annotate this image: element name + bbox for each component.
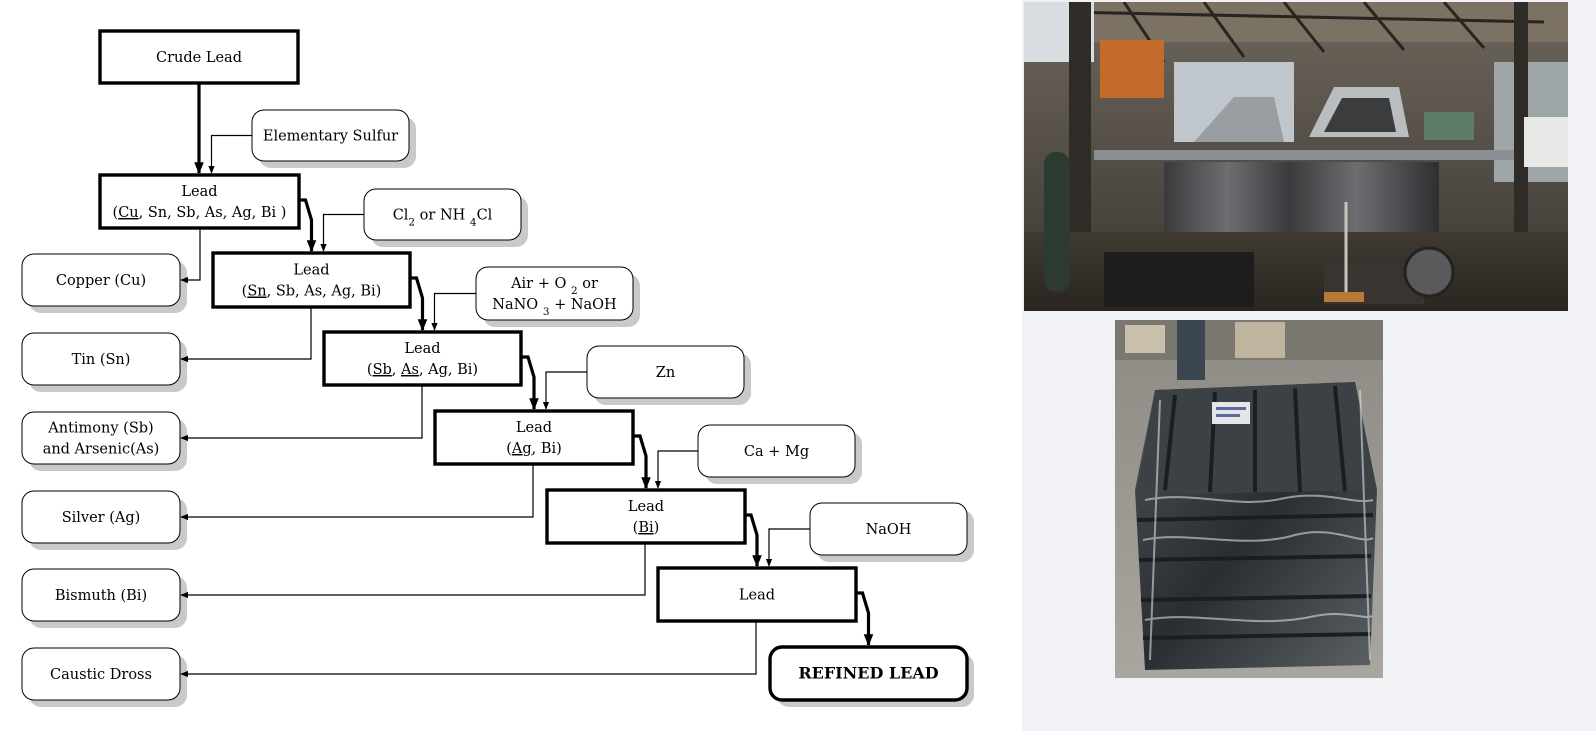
box-frame	[768, 645, 969, 702]
label-line: REFINED LEAD	[798, 664, 938, 683]
reagent-arrow	[431, 292, 476, 331]
label-line: Zn	[656, 365, 675, 381]
reagent-arrow	[765, 528, 810, 567]
lead-stage-lead-ag-bi: Lead (Ag, Bi)	[433, 409, 635, 466]
lead-stage-lead: Lead	[656, 566, 858, 623]
label-line: and Arsenic(As)	[43, 442, 160, 458]
box-frame	[656, 566, 858, 623]
byproduct-arrow	[180, 307, 312, 363]
label-line: Copper (Cu)	[56, 273, 146, 289]
reagent-arrow	[654, 450, 698, 489]
label-line: Lead	[293, 263, 329, 279]
lead-stage-crude-lead: Crude Lead	[98, 29, 300, 85]
lead-stage-refined-lead: REFINED LEAD	[768, 645, 969, 702]
reagent-arrow	[208, 134, 252, 174]
label-line: Lead	[739, 588, 775, 604]
main-flow-arrow	[745, 513, 762, 568]
box-frame	[809, 502, 968, 556]
box-frame	[545, 488, 747, 545]
lead-stage-lead-bi: Lead (Bi)	[545, 488, 747, 545]
byproduct-silver-ag: Silver (Ag)	[21, 490, 181, 544]
main-flow-arrow	[299, 198, 317, 253]
main-flow-arrow	[521, 355, 539, 411]
main-flow-arrow	[633, 434, 651, 490]
byproduct-bismuth-bi: Bismuth (Bi)	[21, 568, 181, 622]
lead-stage-lead-sb-as-ag-bi: Lead (Sb, As, Ag, Bi)	[322, 330, 523, 387]
byproduct-arrow	[180, 385, 423, 442]
box-frame	[586, 345, 745, 399]
byproduct-arrow	[180, 228, 201, 284]
reagent-arrow	[542, 371, 587, 410]
label-line: Crude Lead	[156, 50, 242, 66]
label-line: NaNO 3 + NaOH	[492, 297, 616, 318]
box-frame	[363, 188, 522, 241]
box-frame	[21, 647, 181, 701]
box-frame	[21, 253, 181, 307]
box-frame	[475, 266, 634, 321]
label-line: (Cu, Sn, Sb, As, Ag, Bi )	[113, 205, 287, 221]
reagent-naoh: NaOH	[809, 502, 968, 556]
label-line: Lead	[628, 499, 664, 515]
main-flow-arrow	[410, 276, 428, 332]
box-frame	[21, 411, 181, 465]
label-line: Tin (Sn)	[72, 352, 131, 368]
lead-stage-lead-sn-sb-as-ag-bi: Lead (Sn, Sb, As, Ag, Bi)	[211, 251, 412, 309]
label-line: NaOH	[866, 522, 912, 538]
label-line: Caustic Dross	[50, 667, 152, 683]
byproduct-arrow	[180, 621, 757, 678]
byproduct-arrow	[180, 543, 646, 599]
byproduct-tin-sn: Tin (Sn)	[21, 332, 181, 386]
label-line: Ca + Mg	[744, 444, 809, 460]
label-line: (Ag, Bi)	[506, 441, 562, 457]
box-frame	[21, 490, 181, 544]
box-frame	[322, 330, 523, 387]
byproduct-copper-cu: Copper (Cu)	[21, 253, 181, 307]
reagent-arrow	[320, 213, 364, 252]
lead-stage-lead-cu-sn-sb-as-ag-bi: Lead (Cu, Sn, Sb, As, Ag, Bi )	[98, 173, 301, 230]
refinery-kettles-photo	[1024, 2, 1568, 311]
label-line: Air + O 2 or	[510, 276, 598, 297]
label-line: Lead	[516, 420, 552, 436]
byproduct-caustic-dross: Caustic Dross	[21, 647, 181, 701]
box-frame	[98, 29, 300, 85]
label-line: Lead	[404, 341, 440, 357]
reagent-zn: Zn	[586, 345, 745, 399]
box-frame	[697, 424, 856, 478]
label-line: Silver (Ag)	[62, 510, 141, 526]
label-line: (Sb, As, Ag, Bi)	[367, 362, 478, 378]
box-frame	[251, 109, 410, 162]
box-frame	[21, 568, 181, 622]
label-line: (Bi)	[633, 520, 660, 536]
box-frame	[433, 409, 635, 466]
label-line: Cl2 or NH 4Cl	[393, 208, 493, 229]
box-frame	[21, 332, 181, 386]
box-frame	[211, 251, 412, 309]
label-line: Bismuth (Bi)	[55, 588, 147, 604]
main-flow-arrow	[856, 591, 874, 647]
byproduct-antimony-sb-and-arsenic-as: Antimony (Sb) and Arsenic(As)	[21, 411, 181, 465]
reagent-elementary-sulfur: Elementary Sulfur	[251, 109, 410, 162]
label-line: (Sn, Sb, As, Ag, Bi)	[242, 284, 382, 300]
reagent-ca-mg: Ca + Mg	[697, 424, 856, 478]
box-frame	[98, 173, 301, 230]
byproduct-arrow	[180, 464, 534, 521]
label-line: Antimony (Sb)	[47, 421, 153, 437]
lead-ingots-photo	[1115, 320, 1383, 678]
label-line: Elementary Sulfur	[263, 129, 398, 145]
reagent-cl2-or-nh4cl: Cl2 or NH 4Cl	[363, 188, 522, 241]
label-line: Lead	[181, 184, 217, 200]
